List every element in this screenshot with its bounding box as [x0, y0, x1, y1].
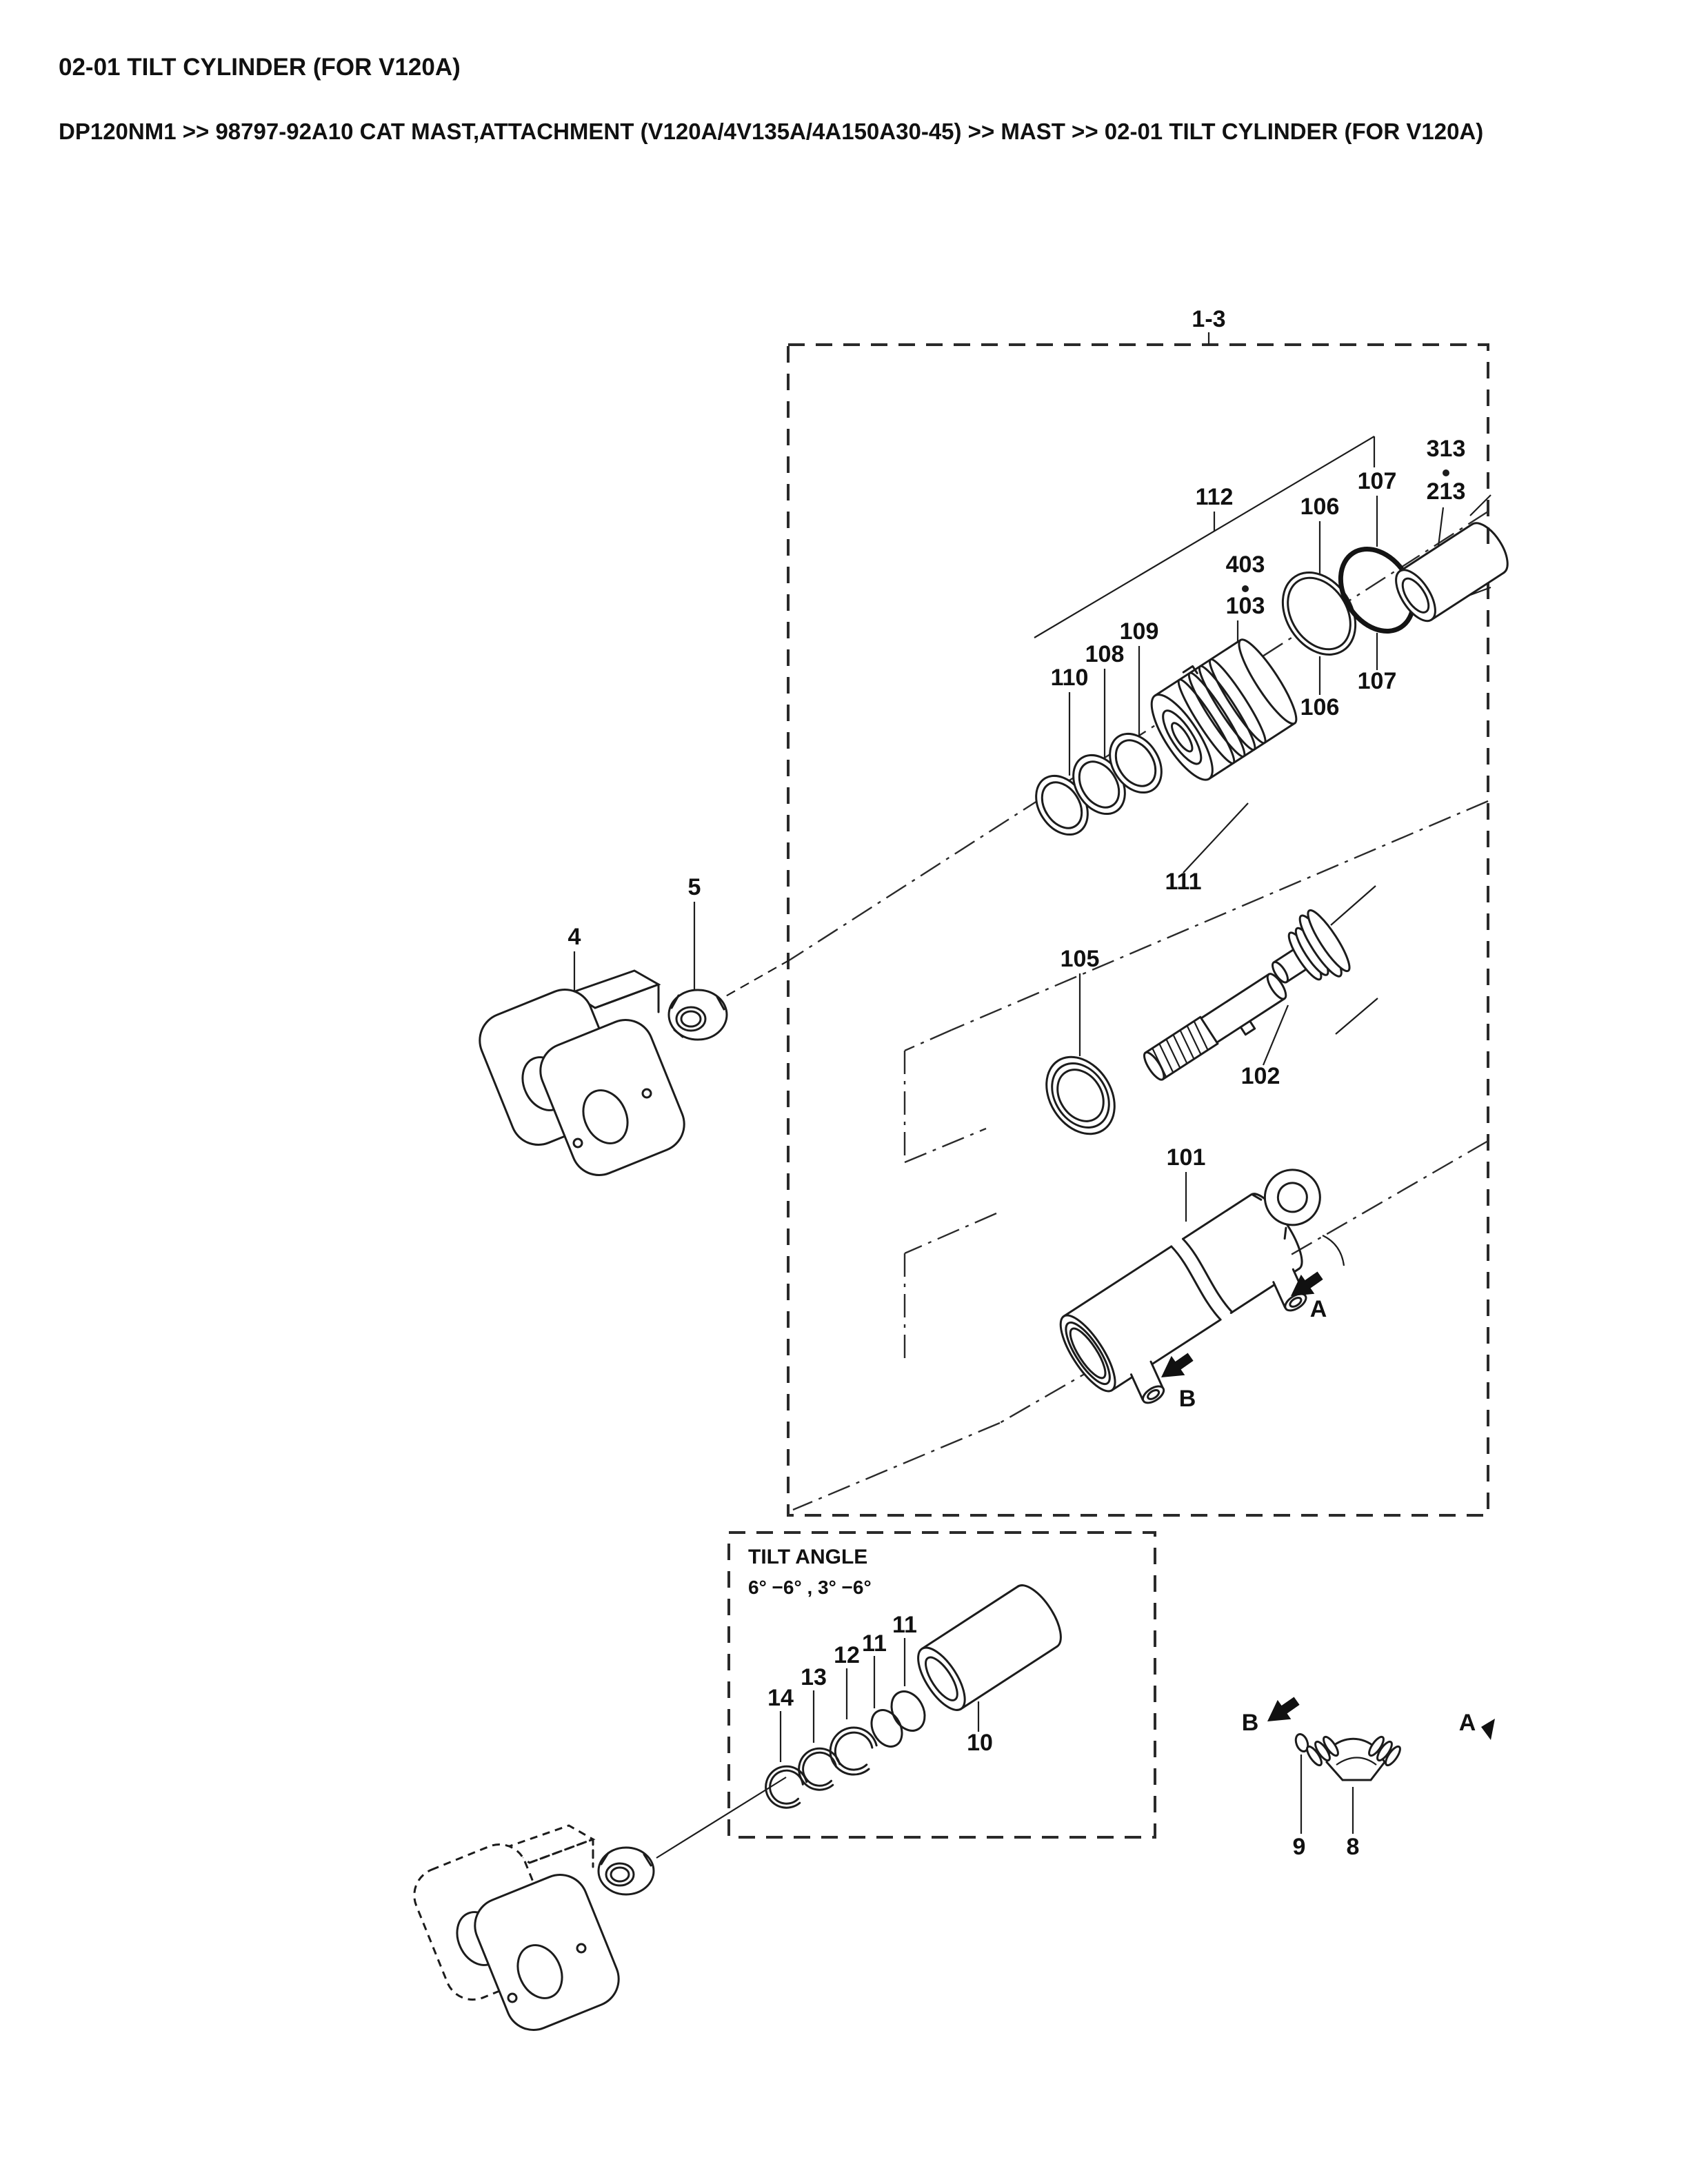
tilt-angle-title: TILT ANGLE	[748, 1546, 867, 1568]
callout-5: 5	[688, 874, 701, 900]
part-14-snap-ring	[765, 1765, 808, 1809]
callout-111: 111	[1165, 869, 1202, 895]
part-102-piston-head	[1272, 909, 1351, 984]
callout-313: 313	[1427, 436, 1466, 462]
part-9-oring	[1294, 1732, 1309, 1753]
callout-port-a-main: A	[1310, 1296, 1327, 1322]
breadcrumb: DP120NM1 >> 98797-92A10 CAT MAST,ATTACHM…	[59, 119, 1484, 144]
dot-403-103	[1242, 585, 1249, 592]
dot-313-213	[1443, 469, 1449, 476]
part-4-clevis	[479, 969, 685, 1176]
group-box-1-3	[787, 343, 1489, 1517]
part-12-snap-ring	[829, 1726, 878, 1776]
part-109-ring	[1109, 732, 1163, 794]
callout-102: 102	[1241, 1063, 1280, 1089]
callout-labels: 1-31124031031091081101061073132131071061…	[568, 306, 1476, 1860]
arrow-a-main	[1291, 1271, 1323, 1296]
callout-106-upper: 106	[1300, 494, 1340, 520]
part-110-ring	[1035, 774, 1089, 836]
tilt-angle-values: 6° −6° , 3° −6°	[748, 1577, 872, 1598]
arrow-a-bottom	[1481, 1719, 1495, 1740]
part-213-bushing	[1395, 522, 1509, 623]
part-103-piston	[1150, 638, 1298, 781]
callout-port-a-bottom: A	[1459, 1710, 1476, 1736]
callout-107-lower: 107	[1358, 668, 1397, 694]
arrow-b-bottom	[1267, 1697, 1300, 1721]
callout-9: 9	[1293, 1834, 1306, 1860]
callout-11-left: 11	[862, 1630, 887, 1657]
callout-110: 110	[1051, 665, 1089, 691]
arrow-b-main	[1161, 1353, 1194, 1377]
part-rod-threaded	[1143, 973, 1287, 1081]
part-101-cylinder-body	[1059, 1169, 1321, 1404]
callout-103: 103	[1226, 593, 1265, 619]
callout-403: 403	[1226, 552, 1265, 578]
callout-port-b-main: B	[1179, 1386, 1196, 1412]
callout-108: 108	[1085, 641, 1125, 667]
callout-12: 12	[834, 1642, 860, 1668]
ghost-nut	[597, 1846, 655, 1896]
callout-105: 105	[1061, 946, 1100, 972]
part-105-gland-ring	[1045, 1055, 1116, 1135]
callout-10: 10	[967, 1730, 993, 1756]
ghost-clevis-assembly	[413, 1824, 655, 2031]
callout-4: 4	[568, 924, 581, 950]
callout-8: 8	[1347, 1834, 1360, 1860]
part-11-oring-right	[890, 1690, 926, 1732]
port-arrows	[1161, 1271, 1495, 1740]
page-title: 02-01 TILT CYLINDER (FOR V120A)	[59, 54, 461, 81]
center-axis-lines	[656, 494, 1491, 1859]
callout-112: 112	[1196, 484, 1234, 510]
callout-14: 14	[767, 1685, 794, 1711]
callout-11-right: 11	[892, 1612, 917, 1638]
tilt-angle-box	[727, 1531, 1156, 1839]
callout-107-upper: 107	[1358, 468, 1397, 494]
callout-213: 213	[1427, 478, 1466, 505]
part-5-nut	[667, 989, 728, 1041]
part-10-bushing	[917, 1584, 1062, 1711]
callout-port-b-bottom: B	[1242, 1710, 1259, 1736]
callout-109: 109	[1120, 618, 1159, 645]
part-106-seal-upper	[1281, 572, 1357, 656]
callout-106-lower: 106	[1300, 694, 1340, 720]
callout-13: 13	[801, 1664, 827, 1690]
callout-group-1-3: 1-3	[1192, 306, 1225, 332]
part-8-elbow-fitting	[1306, 1735, 1401, 1781]
callout-101: 101	[1167, 1144, 1206, 1171]
part-11-oring-left	[870, 1709, 903, 1748]
